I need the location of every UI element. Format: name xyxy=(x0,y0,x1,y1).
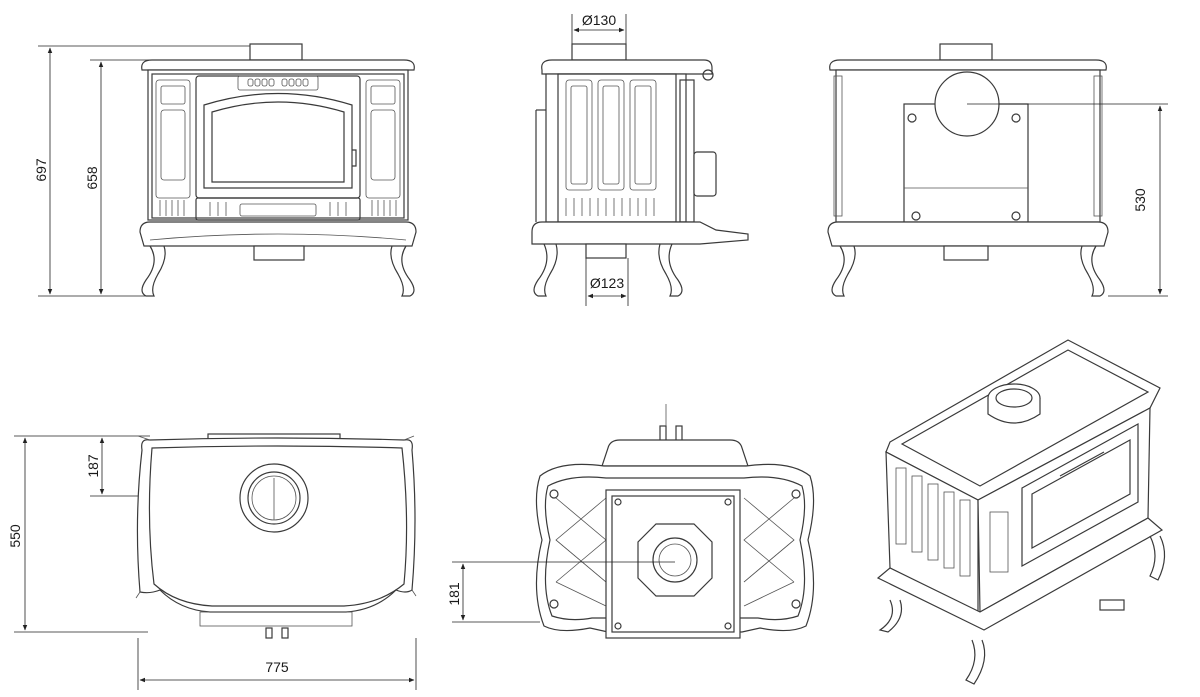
dim-flue-top: Ø130 xyxy=(582,12,616,28)
dim-flue-offset: 187 xyxy=(85,454,101,478)
dim-height-total: 697 xyxy=(33,158,49,182)
dim-depth: 550 xyxy=(7,524,23,548)
dim-flue-height: 530 xyxy=(1132,188,1148,212)
bottom-view: 181 xyxy=(446,404,815,639)
top-view: 550 187 775 xyxy=(7,433,417,690)
isometric-view xyxy=(876,339,1166,685)
front-view: 697 658 xyxy=(33,43,417,297)
side-view: Ø130 Ø123 xyxy=(531,12,749,306)
dim-width: 775 xyxy=(265,659,289,675)
dim-flue-bottom: Ø123 xyxy=(590,275,624,291)
dim-height-body: 658 xyxy=(84,166,100,190)
rear-view: 530 xyxy=(827,43,1168,297)
dim-air-offset: 181 xyxy=(446,582,462,606)
